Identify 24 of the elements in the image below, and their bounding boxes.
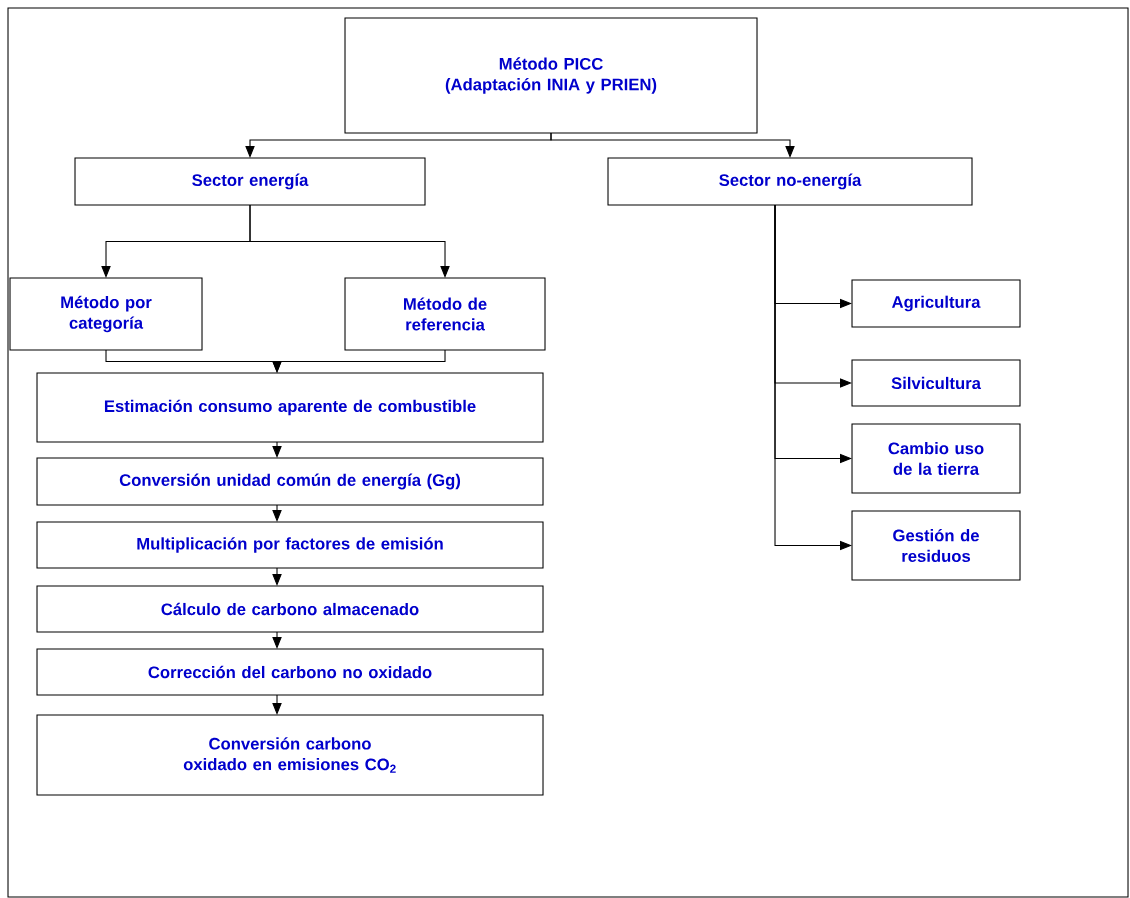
process-box: Agricultura	[851, 279, 1021, 328]
arrow	[272, 631, 282, 649]
process-box: Sector energía	[74, 157, 426, 206]
arrow	[272, 441, 282, 458]
process-box: Cálculo de carbono almacenado	[36, 585, 544, 633]
process-box: Método por categoría	[9, 277, 203, 351]
arrow	[550, 132, 795, 158]
process-box: Conversión carbono oxidado en emisiones CO$_{2}$	[36, 714, 544, 796]
process-box: Gestión de residuos	[851, 510, 1021, 581]
arrow	[272, 694, 282, 715]
process-box: Estimación consumo aparente de combustible	[36, 372, 544, 443]
process-box: Conversión unidad común de energía (Gg)	[36, 457, 544, 506]
process-box: Multiplicación por factores de emisión	[36, 521, 544, 569]
arrow	[249, 204, 450, 278]
process-box: Sector no-energía	[607, 157, 973, 206]
process-box: Método de referencia	[344, 277, 546, 351]
process-box: Corrección del carbono no oxidado	[36, 648, 544, 696]
arrow	[272, 504, 282, 522]
process-box: Silvicultura	[851, 359, 1021, 407]
arrow	[272, 567, 282, 586]
process-box: Método PICC (Adaptación INIA y PRIEN)	[344, 17, 758, 134]
process-box: Cambio uso de la tierra	[851, 423, 1021, 494]
arrow	[774, 204, 852, 551]
arrow	[272, 349, 446, 373]
